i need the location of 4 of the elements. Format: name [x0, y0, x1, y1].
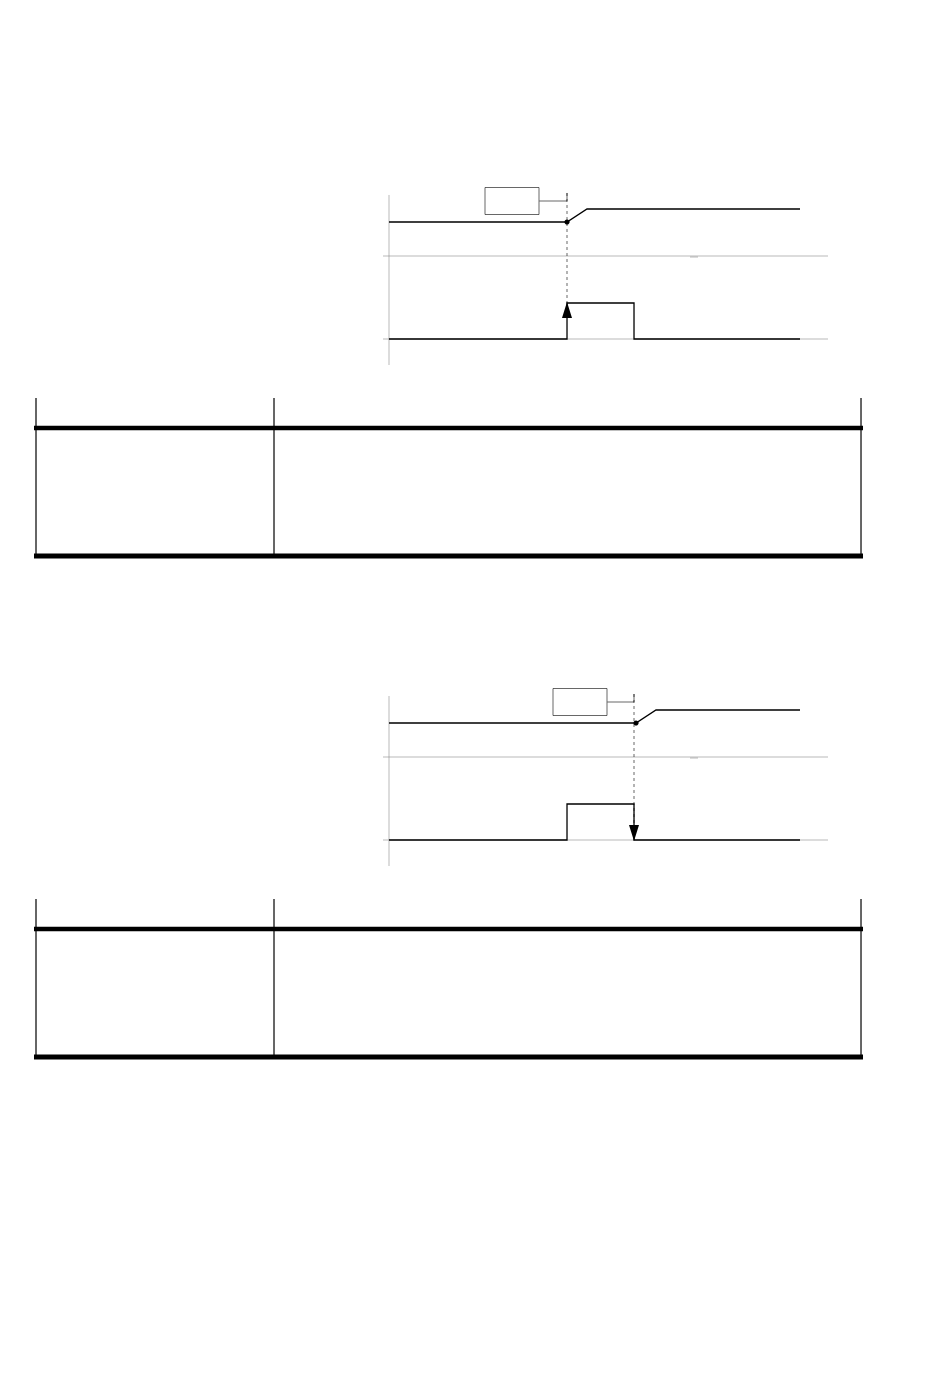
callout-box — [552, 688, 608, 716]
leader-line — [539, 192, 568, 202]
callout-box — [484, 187, 540, 215]
leader-line — [607, 693, 635, 703]
